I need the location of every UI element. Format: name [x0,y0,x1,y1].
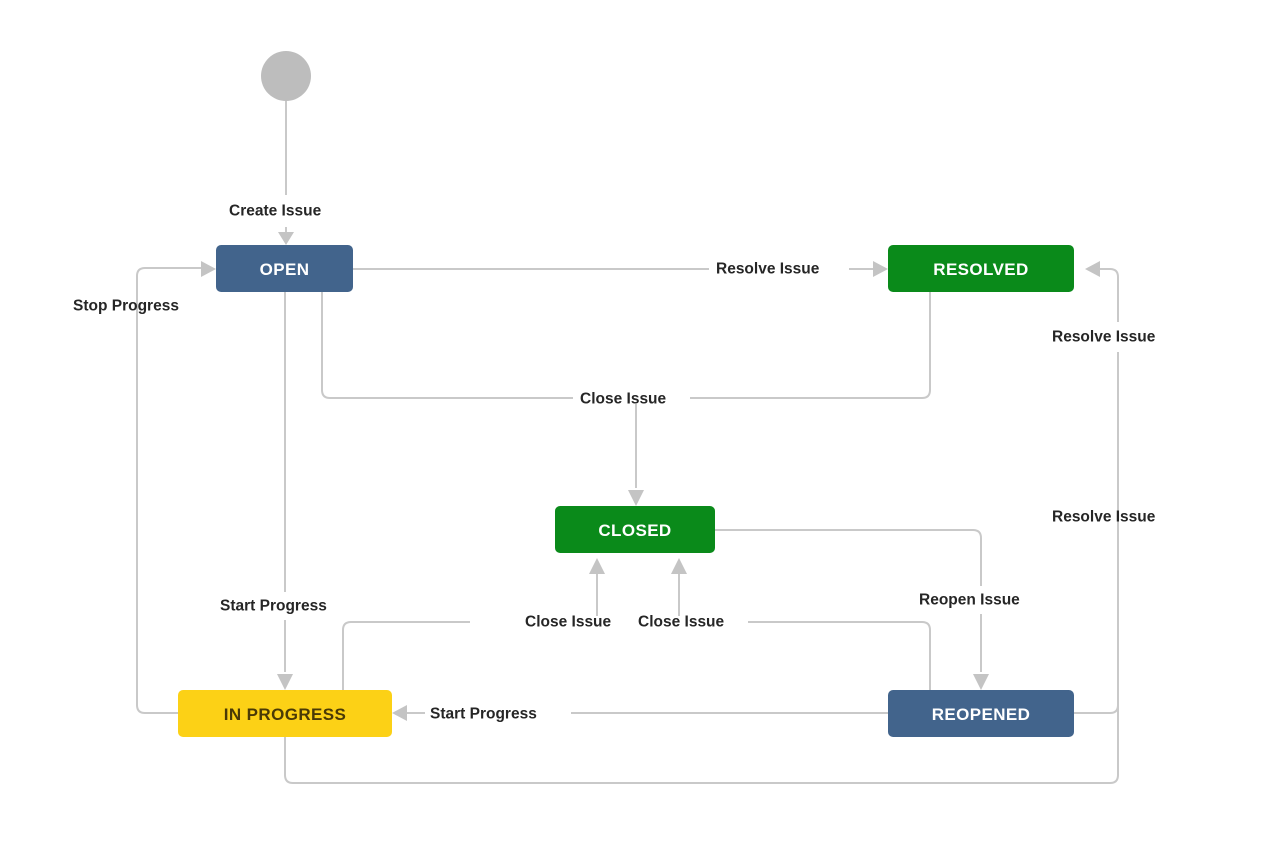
edges-layer [136,101,1119,784]
edge-reopen-issue[interactable] [715,529,989,690]
edge-resolve-issue-inprogress[interactable] [284,532,1119,784]
edge-label-start-progress-open: Start Progress [220,598,327,615]
edge-label-close-issue-inprogress: Close Issue [525,614,612,631]
start-node-circle[interactable] [261,51,311,101]
edge-label-reopen-issue: Reopen Issue [919,592,1020,609]
edge-labels-layer: Create Issue Resolve Issue Stop Progress… [73,203,1156,723]
edge-start-progress-reopened[interactable] [392,705,888,721]
edge-label-close-issue-open: Close Issue [580,391,667,408]
node-closed[interactable]: CLOSED [555,506,715,553]
edge-create-issue[interactable] [278,101,294,245]
edge-close-issue-open[interactable] [321,292,931,506]
edge-close-issue-inprogress[interactable] [342,558,605,690]
edge-stop-progress[interactable] [136,261,216,714]
node-resolved[interactable]: RESOLVED [888,245,1074,292]
edge-label-start-progress-reopened: Start Progress [430,706,537,723]
node-open[interactable]: OPEN [216,245,353,292]
edge-resolve-issue-open[interactable] [353,261,888,277]
edge-label-stop-progress: Stop Progress [73,298,179,315]
edge-close-issue-reopened[interactable] [671,558,931,690]
edge-label-resolve-issue-reopened: Resolve Issue [1052,329,1156,346]
node-in-progress[interactable]: IN PROGRESS [178,690,392,737]
edge-start-progress-open[interactable] [277,292,293,690]
edge-label-create-issue: Create Issue [229,203,322,220]
edge-label-resolve-issue-open: Resolve Issue [716,261,820,278]
node-reopened[interactable]: REOPENED [888,690,1074,737]
edge-label-resolve-issue-inprog: Resolve Issue [1052,509,1156,526]
edge-label-close-issue-reopened: Close Issue [638,614,725,631]
